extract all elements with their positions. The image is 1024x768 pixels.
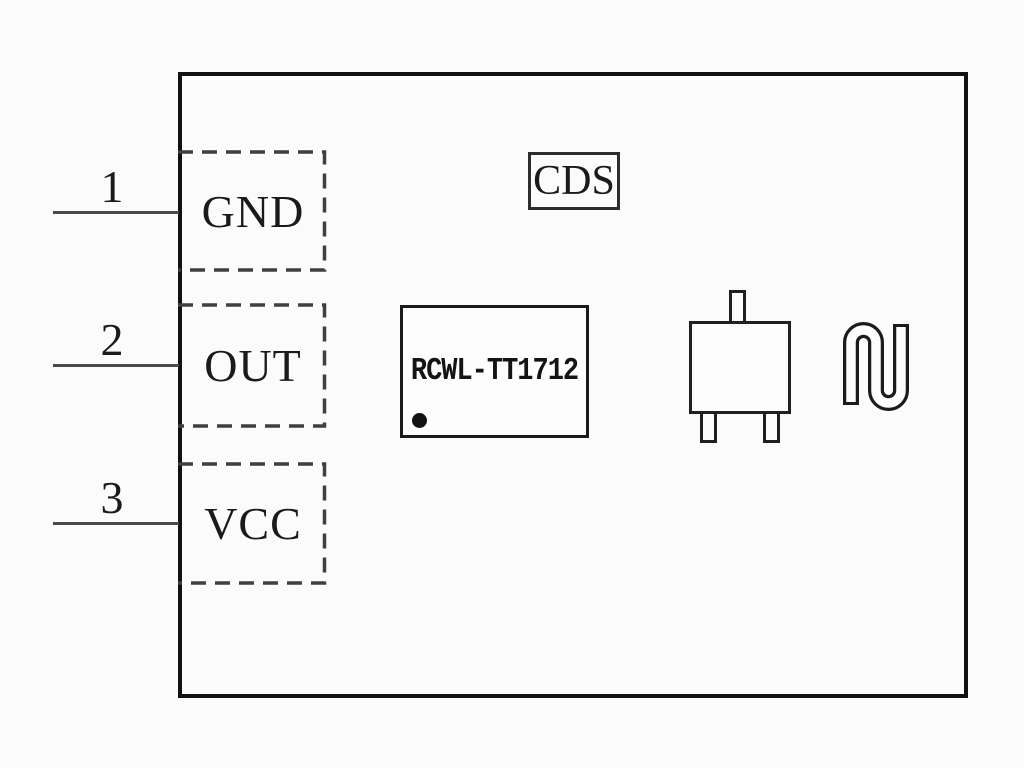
dashed-border: [178, 150, 327, 272]
pin-lead-2: [53, 364, 179, 367]
pin-lead-1: [53, 211, 179, 214]
pin-number-3: 3: [100, 472, 124, 523]
pin-lead-3: [53, 522, 179, 525]
transistor-left-lead: [700, 410, 717, 443]
pin-label-gnd: GND: [201, 185, 305, 237]
pin-box-gnd: GND: [178, 150, 328, 272]
dashed-border: [178, 303, 327, 428]
ic-chip: RCWL-TT1712: [400, 305, 589, 438]
ic-part-number: RCWL-TT1712: [410, 354, 579, 389]
sot23-transistor-icon: [689, 321, 791, 414]
pin1-dot-icon: [412, 413, 427, 428]
dashed-border: [178, 462, 327, 585]
pin-box-out: OUT: [178, 303, 328, 428]
pin-box-vcc: VCC: [178, 462, 328, 585]
cds-sensor-box: CDS: [528, 152, 620, 210]
pin-label-vcc: VCC: [204, 498, 302, 549]
pin-label-out: OUT: [204, 340, 302, 391]
pin-number-2: 2: [100, 314, 124, 365]
transistor-right-lead: [763, 410, 780, 443]
module-outline: [178, 72, 968, 698]
transistor-top-lead: [729, 290, 746, 325]
serpentine-antenna-icon: [843, 322, 909, 411]
pin-number-1: 1: [100, 161, 124, 212]
